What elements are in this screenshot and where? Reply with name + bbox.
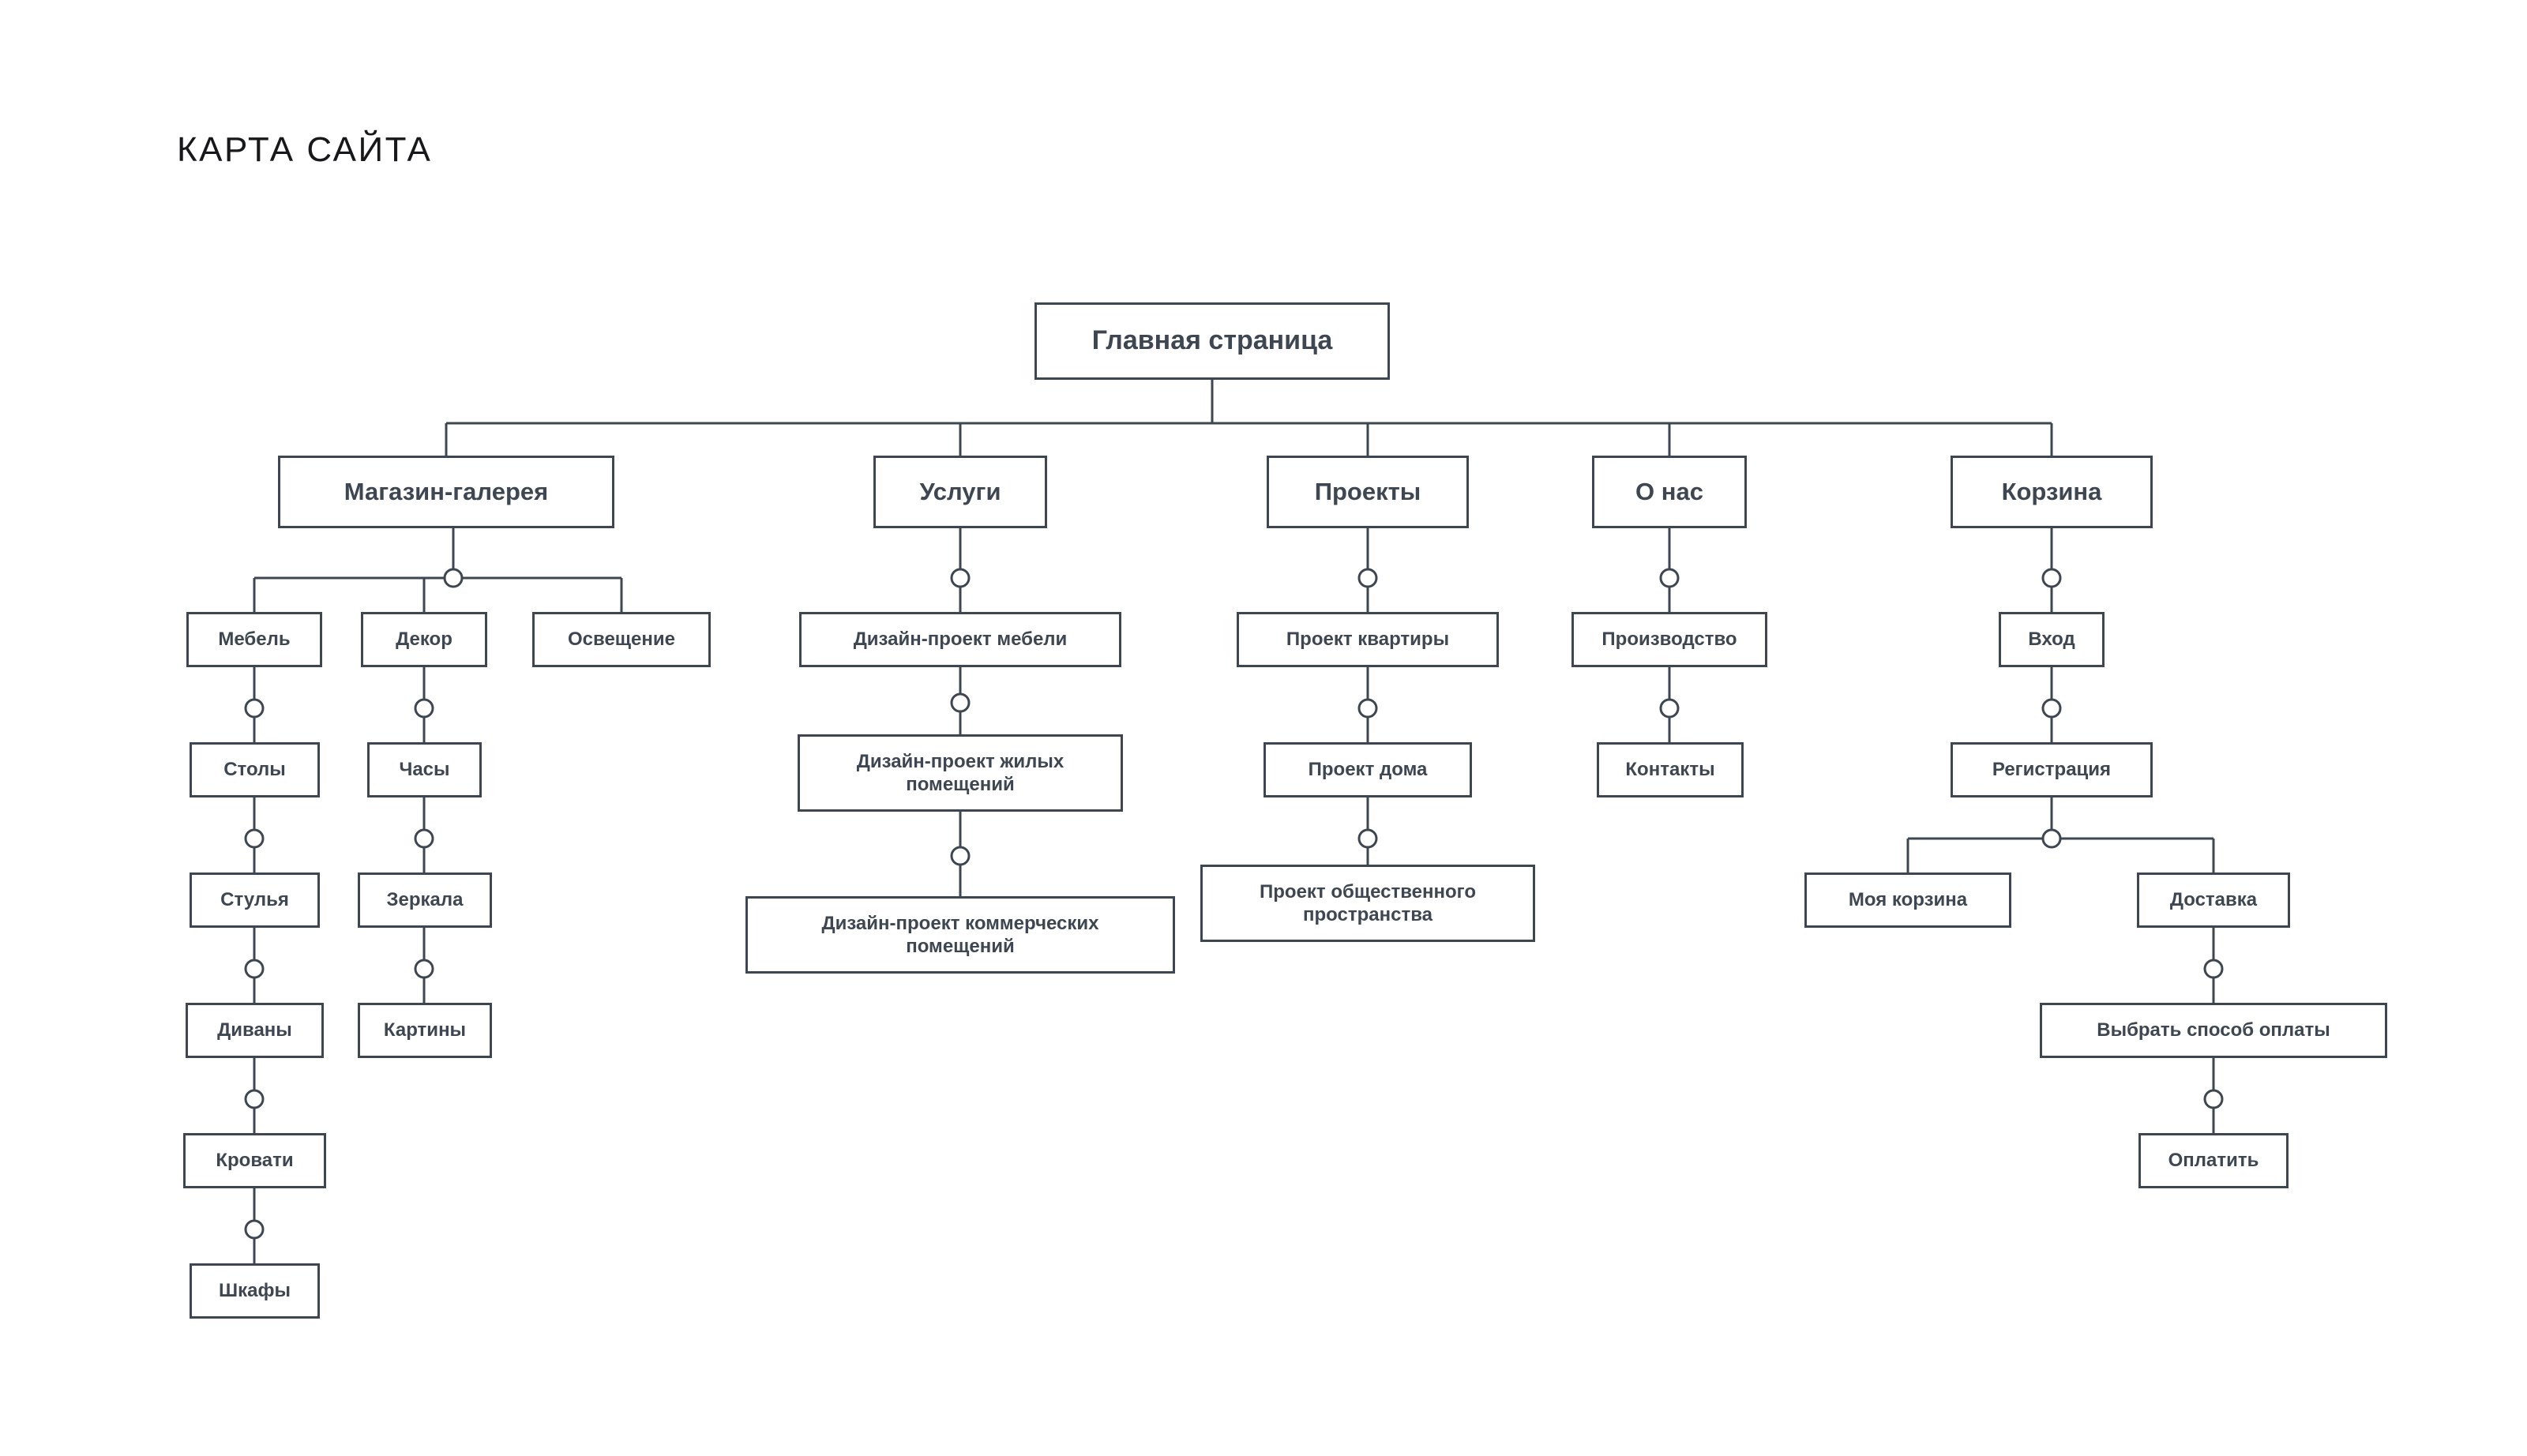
junction-mirrors <box>414 959 434 979</box>
node-mirrors[interactable]: Зеркала <box>358 872 492 928</box>
junction-furniture <box>244 698 265 719</box>
junction-project-flat <box>1357 698 1378 719</box>
node-label: Вход <box>2028 629 2075 651</box>
node-label: Проекты <box>1314 478 1421 506</box>
junction-delivery <box>2203 959 2224 979</box>
node-label: Магазин-галерея <box>344 478 549 506</box>
junction-services <box>950 568 971 588</box>
node-label: Моя корзина <box>1848 889 1968 911</box>
node-contacts[interactable]: Контакты <box>1597 742 1744 797</box>
node-sofas[interactable]: Диваны <box>186 1003 324 1058</box>
node-shop[interactable]: Магазин-галерея <box>278 456 614 528</box>
node-project-house[interactable]: Проект дома <box>1264 742 1472 797</box>
node-paintings[interactable]: Картины <box>358 1003 492 1058</box>
node-project-flat[interactable]: Проект квартиры <box>1237 612 1499 667</box>
node-label: Контакты <box>1625 759 1715 781</box>
node-label: Производство <box>1601 629 1737 651</box>
junction-cart <box>2041 568 2062 588</box>
node-label: Главная страница <box>1091 325 1333 356</box>
node-label: Дизайн-проект мебели <box>853 629 1068 651</box>
junction-design-furn <box>950 692 971 713</box>
node-furniture[interactable]: Мебель <box>186 612 322 667</box>
node-cart[interactable]: Корзина <box>1951 456 2153 528</box>
node-label: Проект квартиры <box>1286 629 1450 651</box>
node-label: Услуги <box>919 478 1001 506</box>
node-design-furniture[interactable]: Дизайн-проект мебели <box>799 612 1121 667</box>
junction-design-resid <box>950 846 971 866</box>
junction-decor <box>414 698 434 719</box>
node-label: Кровати <box>216 1150 294 1172</box>
node-label: Картины <box>383 1019 467 1041</box>
junction-tables <box>244 828 265 849</box>
node-label: Столы <box>223 759 286 781</box>
junction-production <box>1659 698 1680 719</box>
node-my-cart[interactable]: Моя корзина <box>1804 872 2011 928</box>
node-label: Оплатить <box>2168 1150 2259 1172</box>
junction-clocks <box>414 828 434 849</box>
node-clocks[interactable]: Часы <box>367 742 482 797</box>
node-project-public[interactable]: Проект общественного пространства <box>1200 865 1535 942</box>
junction-sofas <box>244 1089 265 1109</box>
node-label: Доставка <box>2169 889 2258 911</box>
node-label: Диваны <box>217 1019 292 1041</box>
node-services[interactable]: Услуги <box>873 456 1047 528</box>
node-label: Стулья <box>220 889 289 911</box>
node-design-commercial[interactable]: Дизайн-проект коммерческих помещений <box>745 896 1175 974</box>
junction-chairs <box>244 959 265 979</box>
junction-login <box>2041 698 2062 719</box>
node-label: Мебель <box>218 629 291 651</box>
node-registration[interactable]: Регистрация <box>1951 742 2153 797</box>
node-decor[interactable]: Декор <box>361 612 487 667</box>
node-label: Корзина <box>2001 478 2102 506</box>
node-design-residential[interactable]: Дизайн-проект жилых помещений <box>798 734 1123 812</box>
junction-beds <box>244 1219 265 1240</box>
node-delivery[interactable]: Доставка <box>2137 872 2290 928</box>
node-home[interactable]: Главная страница <box>1034 302 1390 380</box>
node-label: Проект дома <box>1308 759 1428 781</box>
node-login[interactable]: Вход <box>1999 612 2105 667</box>
page-title: КАРТА САЙТА <box>177 130 433 169</box>
node-label: Регистрация <box>1992 759 2112 781</box>
node-label: Декор <box>396 629 452 651</box>
node-wardrobes[interactable]: Шкафы <box>190 1263 320 1319</box>
node-label: О нас <box>1635 478 1703 506</box>
node-tables[interactable]: Столы <box>190 742 320 797</box>
node-label: Проект общественного пространства <box>1260 880 1476 925</box>
junction-shop <box>443 568 464 588</box>
node-label: Выбрать способ оплаты <box>2097 1019 2330 1041</box>
node-label: Дизайн-проект жилых помещений <box>856 750 1064 795</box>
node-label: Часы <box>399 759 450 781</box>
node-pay[interactable]: Оплатить <box>2138 1133 2289 1188</box>
node-label: Дизайн-проект коммерческих помещений <box>821 912 1099 957</box>
junction-projects <box>1357 568 1378 588</box>
node-production[interactable]: Производство <box>1571 612 1767 667</box>
node-label: Освещение <box>568 629 675 651</box>
node-projects[interactable]: Проекты <box>1267 456 1469 528</box>
junction-payment <box>2203 1089 2224 1109</box>
node-beds[interactable]: Кровати <box>183 1133 326 1188</box>
node-label: Шкафы <box>219 1280 291 1302</box>
node-lighting[interactable]: Освещение <box>532 612 711 667</box>
junction-registration <box>2041 828 2062 849</box>
node-label: Зеркала <box>386 889 464 911</box>
junction-project-house <box>1357 828 1378 849</box>
node-payment-method[interactable]: Выбрать способ оплаты <box>2040 1003 2387 1058</box>
node-about[interactable]: О нас <box>1592 456 1747 528</box>
node-chairs[interactable]: Стулья <box>190 872 320 928</box>
junction-about <box>1659 568 1680 588</box>
